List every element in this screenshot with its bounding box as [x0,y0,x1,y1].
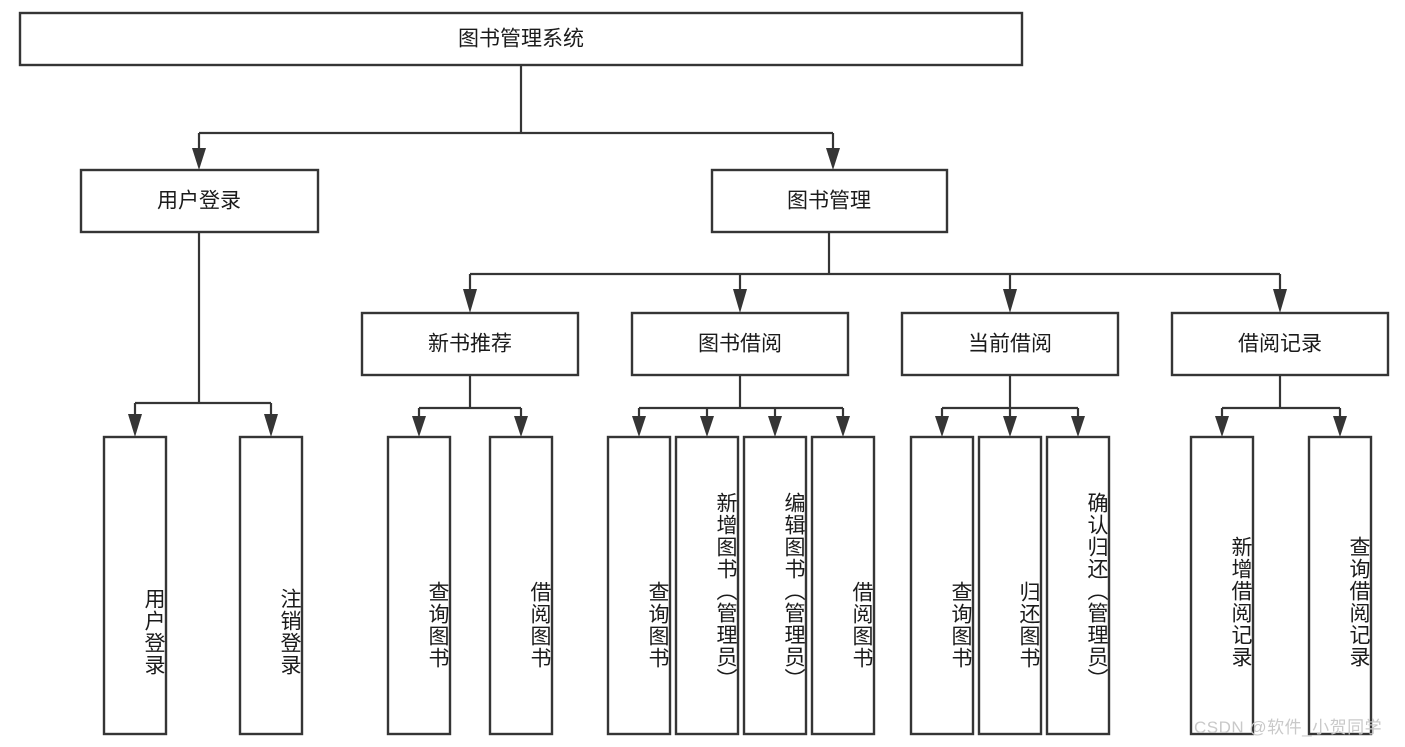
leaf-box-query-record[interactable] [1307,435,1373,736]
leaf-box-edit-book[interactable] [742,435,808,736]
leaf-box-user-login[interactable] [102,435,168,736]
leaf-box-add-record[interactable] [1189,435,1255,736]
node-book-management[interactable]: 图书管理 [710,168,949,234]
node-current-borrow[interactable]: 当前借阅 [900,311,1120,377]
connector-borrowrecord-to-leaves [1215,375,1347,437]
node-new-book-recommend-label: 新书推荐 [428,333,512,356]
connector-root-to-level2 [192,65,840,170]
leaf-box-borrow-book-2[interactable] [810,435,876,736]
node-book-borrow[interactable]: 图书借阅 [630,311,850,377]
node-borrow-record[interactable]: 借阅记录 [1170,311,1390,377]
leaf-box-query-book-3[interactable] [909,435,975,736]
node-user-login-label: 用户登录 [157,190,241,213]
node-new-book-recommend[interactable]: 新书推荐 [360,311,580,377]
connector-newbook-to-leaves [412,375,528,437]
node-user-login[interactable]: 用户登录 [79,168,320,234]
leaf-boxes [102,435,1373,736]
leaf-box-query-book-2[interactable] [606,435,672,736]
node-current-borrow-label: 当前借阅 [968,333,1052,356]
connector-bookborrow-to-leaves [632,375,850,437]
csdn-watermark: CSDN @软件_小贺同学 [1194,718,1383,737]
leaf-box-confirm-return[interactable] [1045,435,1111,736]
node-book-management-label: 图书管理 [787,190,871,213]
node-root-system[interactable]: 图书管理系统 [18,11,1024,67]
node-borrow-record-label: 借阅记录 [1238,333,1322,356]
leaf-box-return-book[interactable] [977,435,1043,736]
leaf-box-logout-login[interactable] [238,435,304,736]
leaf-box-borrow-book-1[interactable] [488,435,554,736]
leaf-box-query-book-1[interactable] [386,435,452,736]
node-book-borrow-label: 图书借阅 [698,333,782,356]
connector-bookmgmt-to-level3 [463,232,1287,313]
connector-currentborrow-to-leaves [935,375,1085,437]
leaf-box-add-book[interactable] [674,435,740,736]
node-root-label: 图书管理系统 [458,28,584,51]
connector-userlogin-to-leaves [128,232,278,437]
